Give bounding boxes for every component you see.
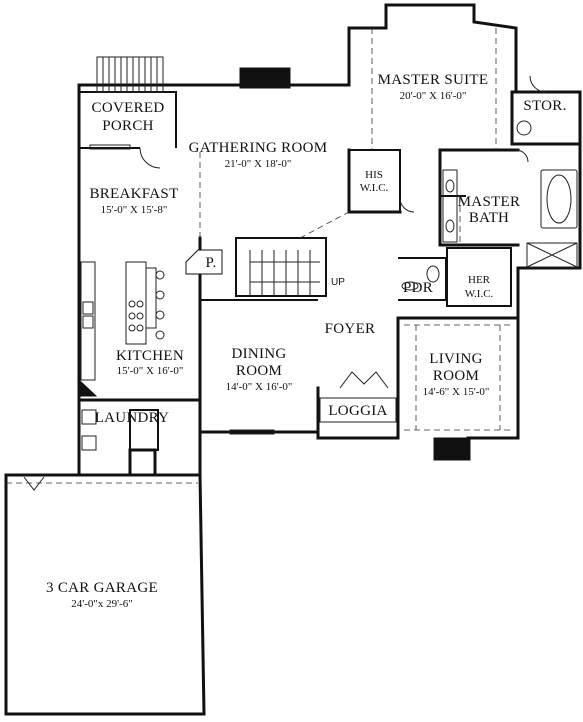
his-wic-label-2: W.I.C. bbox=[360, 182, 389, 194]
master-bath-label-2: BATH bbox=[469, 210, 509, 226]
garage-dims: 24'-0"x 29'-6" bbox=[71, 598, 133, 610]
dining-room-label-2: ROOM bbox=[236, 363, 282, 379]
laundry-label: LAUNDRY bbox=[95, 410, 170, 426]
his-wic-label-1: HIS bbox=[365, 169, 383, 181]
living-room-label-1: LIVING bbox=[429, 351, 482, 367]
interior-walls bbox=[129, 148, 520, 451]
dining-room-dims: 14'-0" X 16'-0" bbox=[226, 381, 293, 393]
living-room-label-2: ROOM bbox=[433, 368, 479, 384]
breakfast-label: BREAKFAST bbox=[89, 186, 178, 202]
stairs-up-label: UP bbox=[331, 277, 345, 288]
ceiling-lines bbox=[371, 28, 512, 431]
her-wic-label-2: W.I.C. bbox=[465, 288, 494, 300]
stor-label: STOR. bbox=[523, 98, 566, 114]
her-wic-label-1: HER bbox=[468, 274, 491, 286]
exterior-walls bbox=[77, 3, 582, 477]
master-bath-fixtures bbox=[401, 120, 578, 291]
kitchen-label: KITCHEN bbox=[116, 348, 184, 364]
kitchen-fixtures bbox=[78, 261, 165, 451]
master-suite-label: MASTER SUITE bbox=[378, 72, 489, 88]
loggia-label: LOGGIA bbox=[328, 403, 387, 419]
garage bbox=[4, 473, 206, 716]
master-suite-dims: 20'-0" X 16'-0" bbox=[400, 90, 467, 102]
covered-porch-label-1: COVERED bbox=[92, 100, 165, 116]
breakfast-dims: 15'-0" X 15'-8" bbox=[101, 204, 168, 216]
master-bath-label-1: MASTER bbox=[458, 194, 521, 210]
pantry-label: P. bbox=[205, 255, 216, 271]
dining-room-label-1: DINING bbox=[231, 346, 286, 362]
doors-windows bbox=[89, 75, 547, 435]
garage-label: 3 CAR GARAGE bbox=[46, 580, 158, 596]
foyer-label: FOYER bbox=[325, 321, 376, 337]
gathering-room-dims: 21'-0" X 18'-0" bbox=[225, 158, 292, 170]
room-labels: COVERED PORCH GATHERING ROOM 21'-0" X 18… bbox=[46, 72, 566, 610]
kitchen-dims: 15'-0" X 16'-0" bbox=[117, 365, 184, 377]
pdr-label: PDR bbox=[403, 280, 433, 296]
gathering-room-label: GATHERING ROOM bbox=[189, 140, 328, 156]
covered-porch-label-2: PORCH bbox=[102, 118, 154, 134]
living-room-dims: 14'-6" X 15'-0" bbox=[423, 386, 490, 398]
